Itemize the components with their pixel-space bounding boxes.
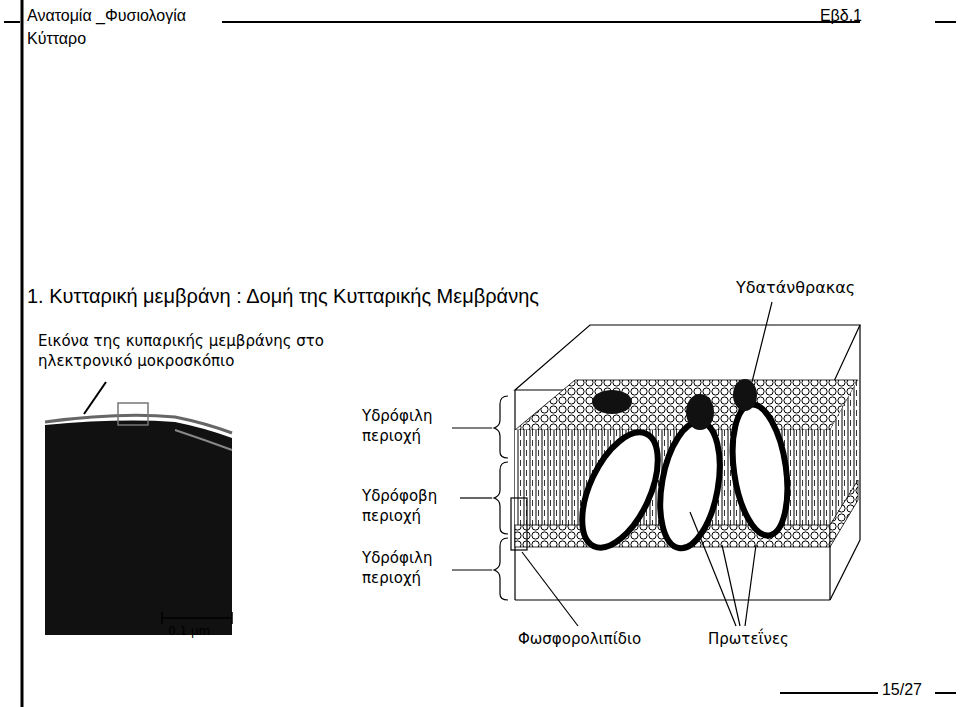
phospholipid-label: Φωσφορολιπίδιο	[518, 630, 641, 648]
region-braces	[452, 396, 508, 600]
slide-frame	[4, 0, 956, 707]
carbohydrate-label: Υδατάνθρακας	[736, 278, 855, 297]
slide-title: 1. Κυτταρική μεμβράνη : Δομή της Κυτταρι…	[27, 284, 539, 308]
header-topic: Κύτταρο	[27, 29, 86, 48]
micrograph-caption: Εικόνα της κυπαρικής μεμβράνης στο ηλεκτ…	[38, 331, 368, 372]
region-label: Υδρόφιλη περιοχή	[362, 548, 432, 589]
protein-label: Πρωτεΐνες	[708, 630, 789, 648]
leader-lines	[522, 302, 772, 626]
electron-micrograph	[45, 382, 232, 635]
region-label: Υδρόφιλη περιοχή	[362, 406, 432, 447]
membrane-model	[511, 325, 860, 600]
scale-label: 0.1 μm	[168, 624, 210, 638]
page-number: 15/27	[882, 680, 922, 699]
header-week: Εβδ.1	[820, 6, 862, 25]
region-label: Υδρόφοβη περιοχή	[362, 486, 437, 527]
header-subject: Ανατομία _Φυσιολογία	[27, 6, 186, 25]
